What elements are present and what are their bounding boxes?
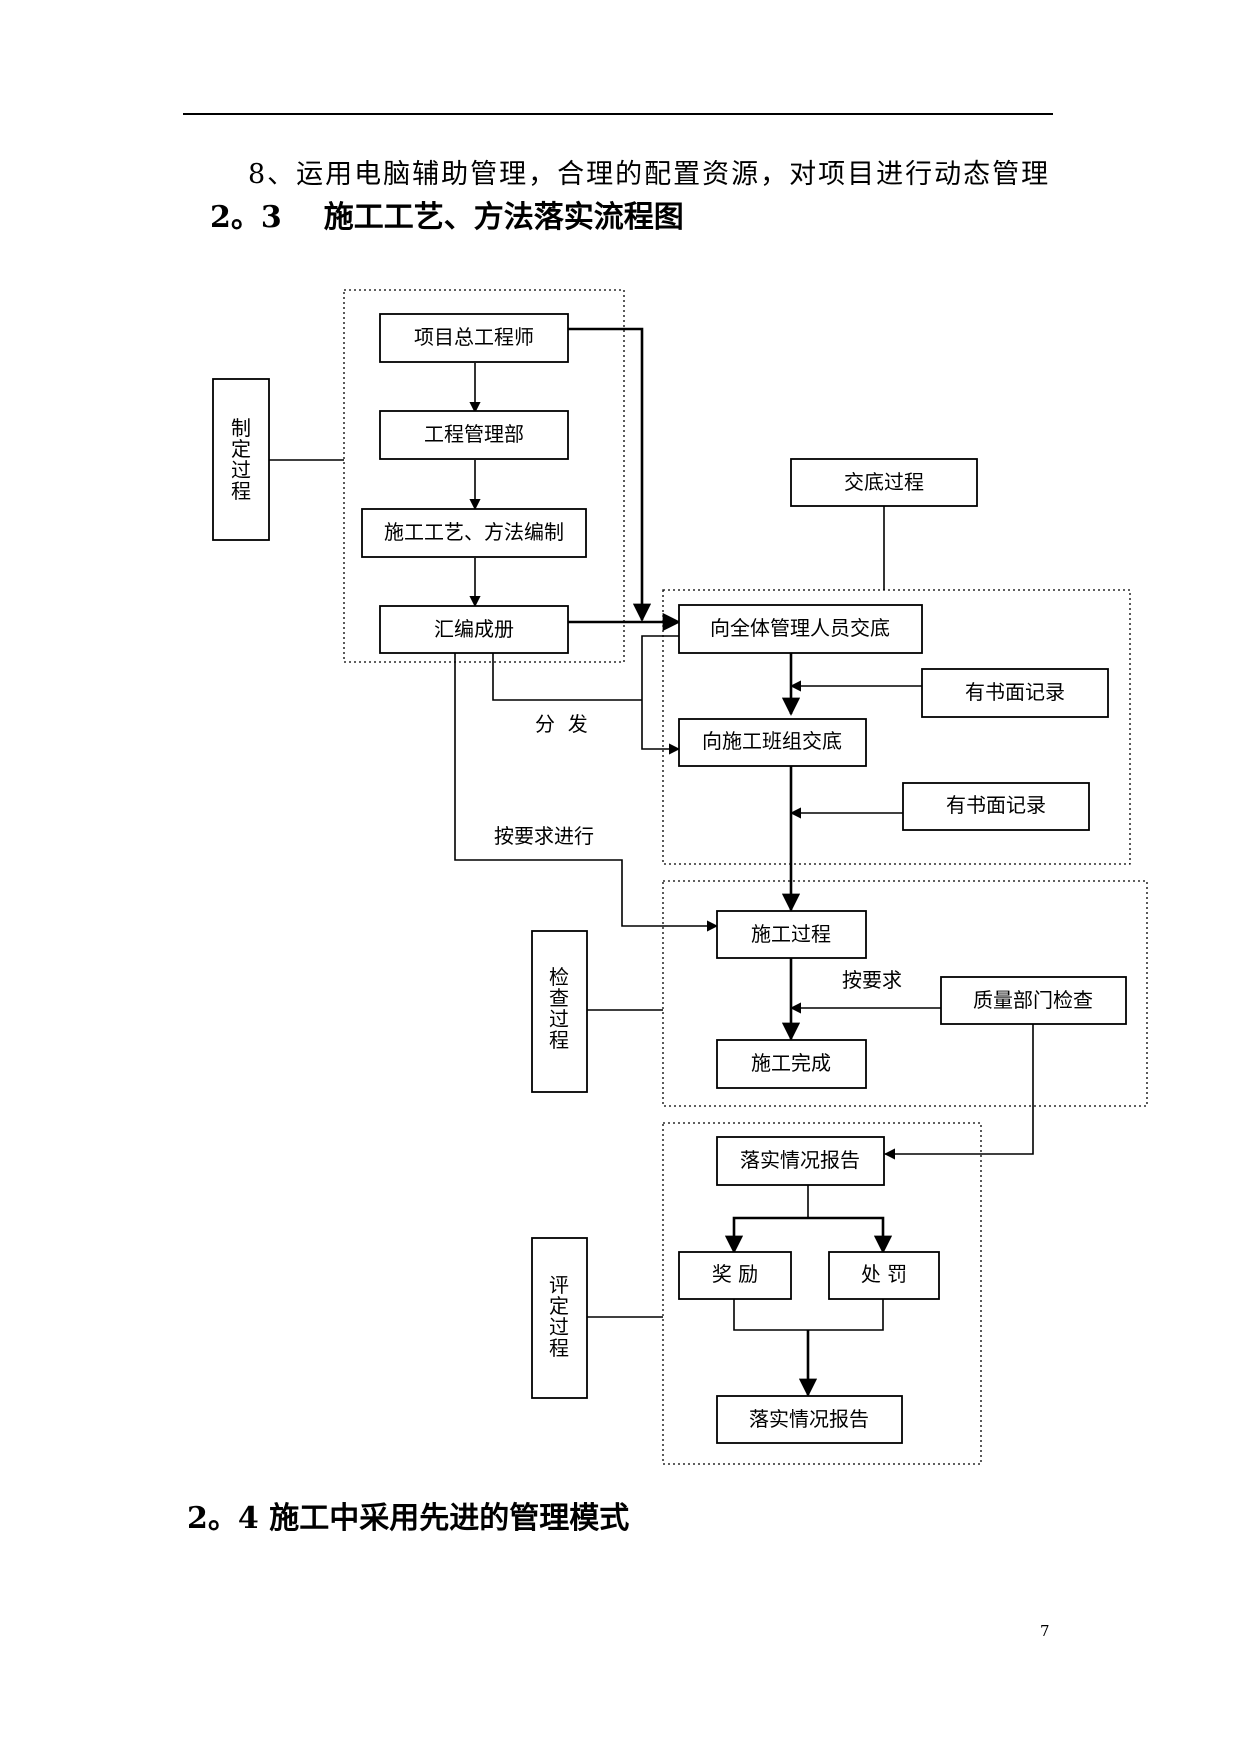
section-title: 施工工艺、方法落实流程图 xyxy=(323,200,684,235)
side-char: 过 xyxy=(549,1007,569,1031)
group-frame-check xyxy=(662,880,1148,1107)
node-label: 向全体管理人员交底 xyxy=(710,616,890,640)
arrow xyxy=(883,1024,1034,1160)
side-char: 定 xyxy=(231,437,251,461)
side-char: 查 xyxy=(549,986,569,1010)
node-eng-dept xyxy=(379,410,569,460)
node-handover-process xyxy=(790,458,978,507)
node-label: 施工工艺、方法编制 xyxy=(384,520,564,544)
node-label: 有书面记录 xyxy=(965,680,1065,704)
arrow xyxy=(568,327,652,622)
label-as-required: 按要求进行 xyxy=(494,824,594,848)
group-frame-handover xyxy=(662,589,1131,865)
side-char: 过 xyxy=(549,1315,569,1339)
node-report-2 xyxy=(716,1395,903,1444)
node-label: 施工过程 xyxy=(751,922,831,946)
side-box-make xyxy=(212,378,270,541)
node-chief-engineer xyxy=(379,313,569,363)
node-complete xyxy=(716,1039,867,1089)
side-char: 程 xyxy=(231,479,251,503)
node-label: 向施工班组交底 xyxy=(702,729,842,753)
node-label: 质量部门检查 xyxy=(973,988,1093,1012)
node-label: 落实情况报告 xyxy=(740,1148,860,1172)
node-report-1 xyxy=(716,1136,885,1186)
node-reward xyxy=(678,1251,792,1300)
side-char: 评 xyxy=(549,1273,569,1297)
node-label: 交底过程 xyxy=(844,470,924,494)
label-per-requirement: 按要求 xyxy=(842,968,902,992)
arrow xyxy=(724,1216,893,1254)
node-brief-teams xyxy=(678,718,867,767)
node-written-record-2 xyxy=(902,782,1090,831)
node-label: 项目总工程师 xyxy=(414,325,534,349)
connector xyxy=(733,1298,884,1331)
node-label: 有书面记录 xyxy=(946,793,1046,817)
arrow xyxy=(454,653,719,932)
arrow xyxy=(641,635,681,755)
node-label: 施工完成 xyxy=(751,1051,831,1075)
section-heading: 2。3 施工工艺、方法落实流程图 xyxy=(210,192,684,236)
side-char: 检 xyxy=(549,965,569,989)
node-label: 工程管理部 xyxy=(424,422,524,446)
node-label: 处 罚 xyxy=(861,1262,907,1286)
side-char: 定 xyxy=(549,1294,569,1318)
section-number: 2。3 xyxy=(210,200,282,235)
label-distribute: 分 发 xyxy=(535,712,588,736)
node-assemble xyxy=(379,605,569,654)
side-char: 过 xyxy=(231,458,251,482)
header-rule xyxy=(183,113,1053,115)
node-quality-check xyxy=(940,976,1127,1025)
node-written-record-1 xyxy=(921,668,1109,718)
side-box-evaluate xyxy=(531,1237,588,1399)
next-section-heading: 2。4 施工中采用先进的管理模式 xyxy=(187,1501,630,1536)
group-frame-make xyxy=(343,289,625,663)
connector xyxy=(492,653,642,701)
node-compile xyxy=(361,508,587,558)
paragraph-item-8: 8、运用电脑辅助管理，合理的配置资源，对项目进行动态管理 xyxy=(248,159,1051,190)
side-char: 程 xyxy=(549,1336,569,1360)
side-char: 程 xyxy=(549,1028,569,1052)
node-penalty xyxy=(828,1251,940,1300)
page-number: 7 xyxy=(1040,1622,1050,1640)
node-label: 汇编成册 xyxy=(434,617,514,641)
node-brief-managers xyxy=(678,604,923,654)
node-construction xyxy=(716,910,867,959)
node-label: 落实情况报告 xyxy=(749,1407,869,1431)
node-label: 奖 励 xyxy=(712,1262,758,1286)
side-box-check xyxy=(531,930,588,1093)
side-char: 制 xyxy=(231,416,251,440)
